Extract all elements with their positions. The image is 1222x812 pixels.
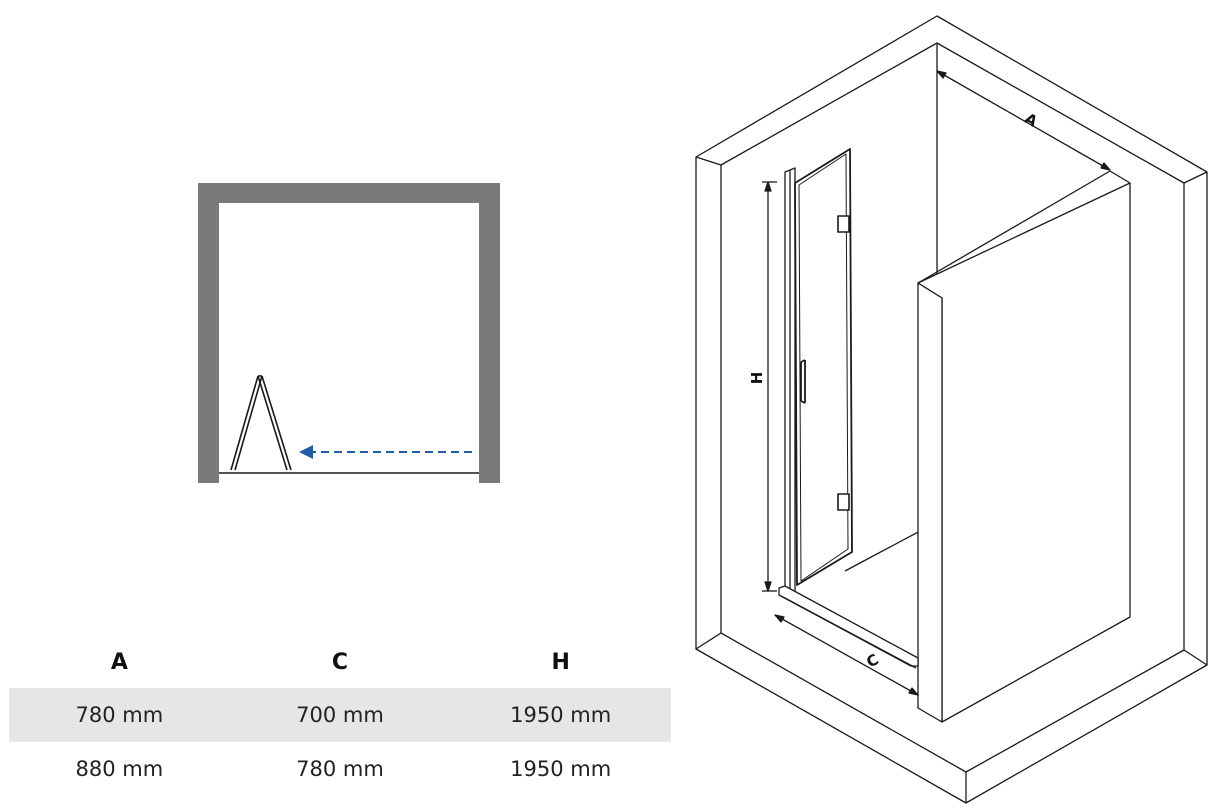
iso-door-handle [800,359,806,404]
dimensions-table: A C H 780 mm 700 mm 1950 mm 880 mm 780 m… [9,636,671,796]
iso-hinge-top [837,215,850,233]
cell-a: 780 mm [9,688,230,742]
iso-right-top-edge [1183,171,1208,184]
plan-opening-arrow [299,445,472,459]
plan-walls [198,183,500,483]
header-a: A [110,649,128,675]
plan-wall-top [198,183,500,203]
cell-h: 1950 mm [510,757,612,781]
iso-door-profile [784,167,796,599]
cell-c: 780 mm [296,757,384,781]
plan-wall-right [479,183,500,483]
plan-door-swing [230,375,292,471]
iso-door-panel [794,148,853,586]
iso-right-bottom-edge [1183,649,1208,666]
label-h: H [748,372,766,385]
iso-left-top-edge [695,156,722,166]
table-row: 880 mm 780 mm 1950 mm [9,742,671,796]
header-c: C [331,649,349,675]
table-row: 780 mm 700 mm 1950 mm [9,688,671,742]
plan-wall-left [198,183,219,483]
dimension-h-line [762,181,777,592]
header-h: H [551,649,570,675]
iso-hinge-bottom [837,493,850,511]
cell-h: 1950 mm [450,688,671,742]
cell-c: 700 mm [229,688,451,742]
cell-a: 880 mm [75,757,164,781]
iso-left-bottom-edge [695,632,722,650]
plan-view-diagram [198,183,500,483]
dimension-a-line [936,70,1111,171]
dimension-c-line [774,614,919,696]
iso-floor-profile [778,585,919,669]
iso-return-wall-edge [917,282,943,723]
table-header-row: A C H [9,636,671,688]
